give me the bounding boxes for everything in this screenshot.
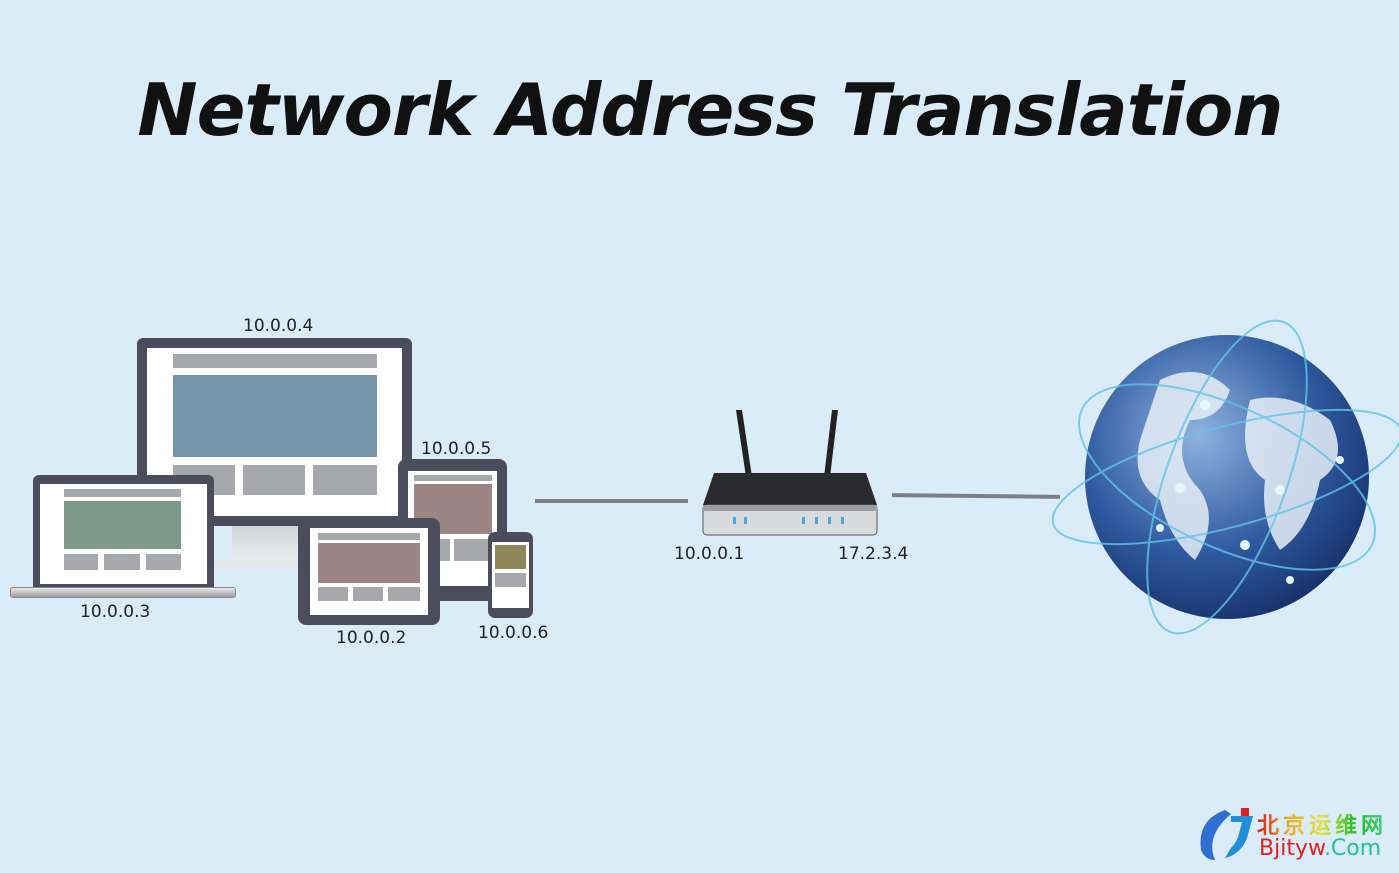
watermark-domain-text: Bjityw bbox=[1259, 836, 1324, 861]
laptop-ip-label: 10.0.0.3 bbox=[80, 602, 151, 622]
watermark-logo: 北京运维网 Bjityw.Com bbox=[1195, 806, 1399, 866]
tablet-portrait-ip-label: 10.0.0.5 bbox=[421, 439, 492, 459]
desktop-ip-label: 10.0.0.4 bbox=[243, 316, 314, 336]
router-icon bbox=[702, 410, 878, 536]
tablet-landscape-ip-label: 10.0.0.2 bbox=[336, 628, 407, 648]
watermark-logo-icon bbox=[1200, 808, 1253, 860]
wan-link bbox=[891, 493, 1061, 499]
desktop-computer bbox=[137, 338, 412, 568]
lan-link bbox=[535, 499, 688, 503]
internet-globe-icon bbox=[1051, 319, 1399, 635]
watermark-domain-suffix: .Com bbox=[1323, 836, 1382, 861]
watermark-chinese-text: 北京运维网 bbox=[1257, 808, 1387, 840]
laptop bbox=[10, 475, 236, 599]
tablet-landscape bbox=[298, 518, 440, 625]
page-title: Network Address Translation bbox=[137, 68, 1283, 152]
phone-ip-label: 10.0.0.6 bbox=[478, 623, 549, 643]
smartphone bbox=[488, 532, 533, 618]
router-inside-ip-label: 10.0.0.1 bbox=[674, 544, 745, 564]
router-outside-ip-label: 17.2.3.4 bbox=[838, 544, 909, 564]
